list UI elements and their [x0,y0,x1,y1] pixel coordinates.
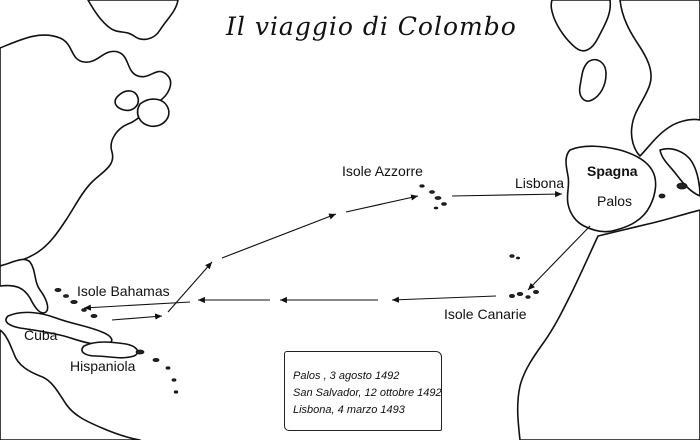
label-canaries: Isole Canarie [444,306,527,322]
legend-line-return: Lisbona, 4 marzo 1493 [293,404,405,416]
route-return-leg-1 [167,261,213,313]
islands-caribbean [54,287,179,394]
route-return-leg-3 [345,194,419,213]
voyage-legend: Palos , 3 agosto 1492 San Salvador, 12 o… [284,351,442,431]
label-cuba: Cuba [24,327,58,343]
label-spain: Spagna [587,163,638,179]
coast-florida [0,258,49,314]
legend-line-landfall: San Salvador, 12 ottobre 1492 [293,387,442,399]
coast-north-africa [516,209,700,440]
coast-scandinavia [550,0,612,52]
coast-greenland [87,0,179,41]
islands-madeira [509,254,521,260]
islands-canarie [508,289,540,299]
coast-labrador-island [136,98,170,128]
route-link-bahamas-hispaniola [111,313,163,321]
label-azores: Isole Azzorre [342,163,423,179]
coast-north-america [0,34,172,267]
label-bahamas: Isole Bahamas [77,283,170,299]
label-lisbon: Lisbona [515,175,565,191]
route-return-leg-4 [451,191,563,198]
islands-azores [419,184,447,210]
route-outbound-leg-2 [391,295,497,303]
island-hispaniola [81,341,139,359]
coast-central-america [0,329,141,440]
legend-line-departure: Palos , 3 agosto 1492 [293,370,400,382]
coast-italy [659,147,700,197]
coast-britain [578,58,607,102]
islands-mediterranean [658,182,688,199]
map-title: Il viaggio di Colombo [226,12,517,41]
label-palos: Palos [597,193,633,209]
route-outbound-leg-1 [527,225,591,291]
route-return-leg-2 [221,213,337,259]
route-outbound-leg-5 [83,301,191,311]
coast-northern-europe [619,0,700,157]
coast-iberia [565,145,657,233]
coast-newfoundland [114,90,140,112]
label-hispaniola: Hispaniola [70,358,136,374]
